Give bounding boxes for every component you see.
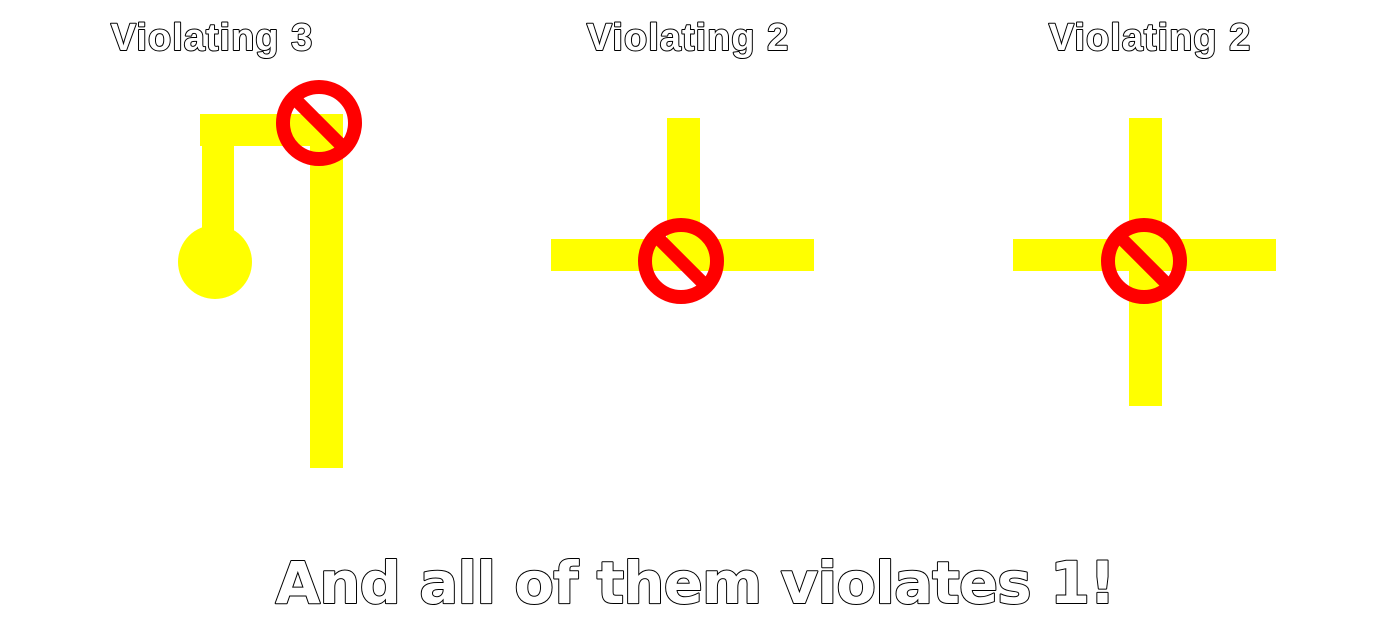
trace-left-stub [202, 114, 234, 244]
panel-1-title: Violating 3 [111, 17, 313, 59]
trace-long-vertical [310, 114, 343, 468]
panel-2-title: Violating 2 [587, 17, 789, 59]
panel-violating-2-cross: Violating 2 [1013, 16, 1276, 406]
trace-layout-2 [551, 118, 814, 271]
panel-3-title: Violating 2 [1049, 17, 1251, 59]
footer-caption: And all of them violates 1! [275, 549, 1114, 617]
trace-layout-1 [178, 114, 343, 468]
trace-pad [178, 225, 252, 299]
panel-violating-2-tee: Violating 2 [551, 16, 814, 297]
panel-violating-3: Violating 3 [110, 16, 355, 468]
